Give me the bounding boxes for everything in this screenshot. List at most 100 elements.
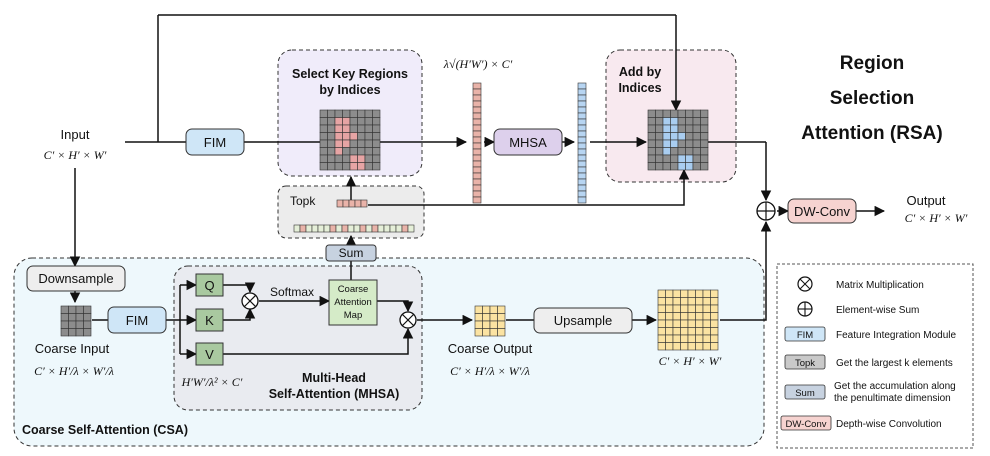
upsampled-grid <box>657 289 719 351</box>
selected-token <box>472 178 482 186</box>
select-grid-cell <box>364 139 373 148</box>
upsampled-grid-cell <box>695 334 704 343</box>
attended-tokens-column <box>577 82 587 204</box>
upsampled-to-sum <box>720 220 772 321</box>
q-to-mul <box>223 282 256 294</box>
attended-token <box>577 106 587 114</box>
select-grid-cell <box>372 147 381 156</box>
add-grid-cell <box>677 109 686 118</box>
topk-score <box>407 224 415 233</box>
upsampled-grid-cell <box>680 342 689 351</box>
topk-selected-score <box>354 199 362 208</box>
coarse-grid-cell <box>68 328 77 337</box>
select-grid-cell <box>319 117 328 126</box>
selected-token <box>472 94 482 102</box>
selected-token <box>472 100 482 108</box>
select-grid-cell <box>364 124 373 133</box>
upsampled-grid-cell <box>687 289 696 298</box>
upsampled-grid-cell <box>702 297 711 306</box>
softmax-label: Softmax <box>270 285 314 299</box>
coarse-output-grid-cell <box>497 305 506 314</box>
select-grid-cell <box>342 109 351 118</box>
downsample-box <box>26 265 126 292</box>
upsampled-grid-cell <box>687 312 696 321</box>
add-grid-cell <box>685 147 694 156</box>
topk-score <box>347 224 355 233</box>
attn-to-mul2 <box>377 300 414 313</box>
selected-token <box>472 166 482 174</box>
upsample-box <box>533 307 633 334</box>
legend-sum-text: Get the accumulation along the penultima… <box>834 381 956 404</box>
upsampled-grid-cell <box>672 289 681 298</box>
add-grid-cell <box>692 132 701 141</box>
coarse-output-grid-cell <box>482 313 491 322</box>
legend-fim-text: Feature Integration Module <box>836 330 957 341</box>
upsampled-grid-cell <box>672 342 681 351</box>
add-grid-cell <box>700 147 709 156</box>
add-grid-cell <box>700 117 709 126</box>
selected-token <box>472 184 482 192</box>
upsampled-grid-cell <box>710 304 719 313</box>
coarse-input-label: Coarse Input <box>35 341 110 356</box>
fim-box-label: FIM <box>204 135 226 150</box>
coarse-input-shape: C′ × H′/λ × W′/λ <box>34 364 114 378</box>
coarse-output-grid-cell <box>482 328 491 337</box>
topk-score <box>383 224 391 233</box>
upsampled-grid-cell <box>672 312 681 321</box>
topk-score <box>365 224 373 233</box>
select-grid-cell <box>357 117 366 126</box>
add-grid-cell <box>647 132 656 141</box>
k-to-mul <box>223 307 256 321</box>
select-grid-cell <box>372 124 381 133</box>
upsampled-grid-cell <box>710 289 719 298</box>
add-grid-cell <box>670 139 679 148</box>
add-grid-cell <box>692 154 701 163</box>
add-grid-cell <box>685 139 694 148</box>
selected-token <box>472 148 482 156</box>
attended-token <box>577 112 587 120</box>
coarse-grid-cell <box>75 313 84 322</box>
coarse-fim-box <box>107 306 167 334</box>
legend-sum-text-wrap: Get the accumulation along the penultima… <box>834 381 956 404</box>
selected-token <box>472 88 482 96</box>
attended-token <box>577 184 587 192</box>
select-grid-cell <box>357 162 366 171</box>
upsampled-grid-cell <box>657 289 666 298</box>
add-grid-cell <box>655 147 664 156</box>
add-grid-cell <box>692 117 701 126</box>
add-grid-cell <box>677 124 686 133</box>
upsampled-shape: C′ × H′ × W′ <box>659 354 722 368</box>
select-grid-cell <box>372 154 381 163</box>
upsampled-grid-cell <box>657 342 666 351</box>
selected-token <box>472 172 482 180</box>
topk-selected-score <box>348 199 356 208</box>
v-box-label: V <box>205 347 214 362</box>
add-grid-cell <box>692 147 701 156</box>
upsampled-grid-cell <box>702 319 711 328</box>
add-grid-cell <box>670 117 679 126</box>
coarse-grid-cell <box>60 305 69 314</box>
coarse-output-grid-cell <box>474 313 483 322</box>
upsampled-grid-cell <box>680 312 689 321</box>
coarse-grid-cell <box>83 305 92 314</box>
topk-score <box>329 224 337 233</box>
select-regions-grid <box>319 109 381 171</box>
add-grid-cell <box>700 124 709 133</box>
upsampled-grid-cell <box>672 304 681 313</box>
topk-selected-score <box>336 199 344 208</box>
selected-tokens-column <box>472 82 482 204</box>
select-grid-cell <box>372 109 381 118</box>
add-grid-cell <box>655 124 664 133</box>
select-grid-cell <box>319 124 328 133</box>
topk-score <box>353 224 361 233</box>
add-grid-cell <box>692 124 701 133</box>
add-grid-cell <box>662 147 671 156</box>
attended-token <box>577 196 587 204</box>
attended-token <box>577 166 587 174</box>
add-grid-cell <box>647 162 656 171</box>
upsampled-grid-cell <box>665 334 674 343</box>
upsampled-grid-cell <box>710 342 719 351</box>
select-grid-cell <box>349 117 358 126</box>
add-grid-cell <box>662 117 671 126</box>
attended-token <box>577 118 587 126</box>
